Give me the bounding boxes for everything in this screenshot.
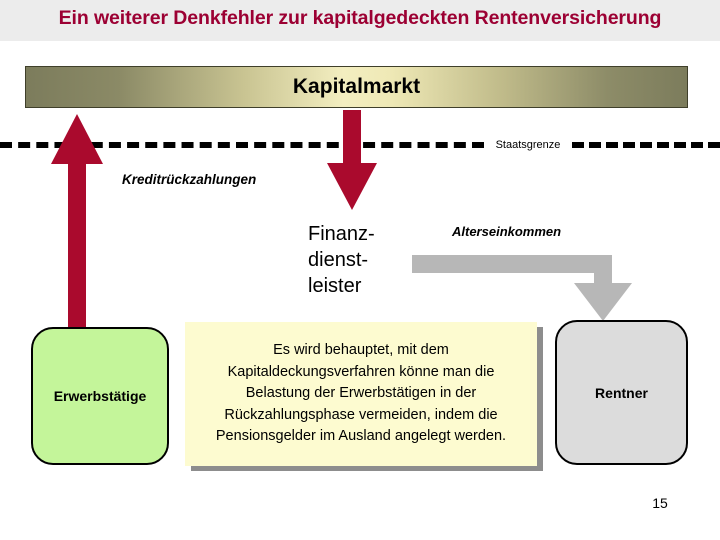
financial-services-provider-label: Finanz- dienst- leister bbox=[308, 221, 375, 299]
financial-services-line-3: leister bbox=[308, 275, 362, 297]
arrow-shaft bbox=[343, 110, 361, 165]
arrow-bar bbox=[412, 255, 612, 273]
page-title: Ein weiterer Denkfehler zur kapitalgedec… bbox=[58, 7, 662, 29]
state-border-label: Staatsgrenze bbox=[484, 139, 572, 152]
state-border-line-right bbox=[572, 142, 720, 148]
workers-box: Erwerbstätige bbox=[31, 327, 169, 465]
state-border-line-left bbox=[0, 142, 484, 148]
old-age-income-elbow-arrow-icon bbox=[412, 255, 640, 321]
capital-market-banner-label: Kapitalmarkt bbox=[292, 75, 421, 98]
credit-repayment-up-arrow-icon bbox=[51, 114, 103, 328]
header-band bbox=[0, 0, 720, 41]
old-age-income-label: Alterseinkommen bbox=[452, 224, 562, 239]
arrow-head bbox=[51, 114, 103, 164]
page-number: 15 bbox=[652, 495, 668, 511]
callout-box: Es wird behauptet, mit dem Kapitaldeckun… bbox=[185, 322, 537, 466]
arrow-stem bbox=[594, 255, 612, 285]
arrow-shaft bbox=[68, 162, 86, 328]
arrow-head bbox=[327, 163, 377, 210]
pensioners-box: Rentner bbox=[555, 320, 688, 465]
capital-market-banner: Kapitalmarkt bbox=[25, 66, 688, 108]
credit-repayments-label: Kreditrückzahlungen bbox=[122, 172, 257, 187]
callout-text: Es wird behauptet, mit dem Kapitaldeckun… bbox=[215, 342, 507, 445]
financial-services-line-2: dienst- bbox=[308, 249, 369, 271]
arrow-head bbox=[574, 283, 632, 321]
workers-box-label: Erwerbstätige bbox=[53, 388, 147, 404]
pensioners-box-label: Rentner bbox=[595, 384, 648, 401]
capital-outflow-down-arrow-icon bbox=[327, 110, 377, 210]
financial-services-line-1: Finanz- bbox=[308, 223, 375, 245]
